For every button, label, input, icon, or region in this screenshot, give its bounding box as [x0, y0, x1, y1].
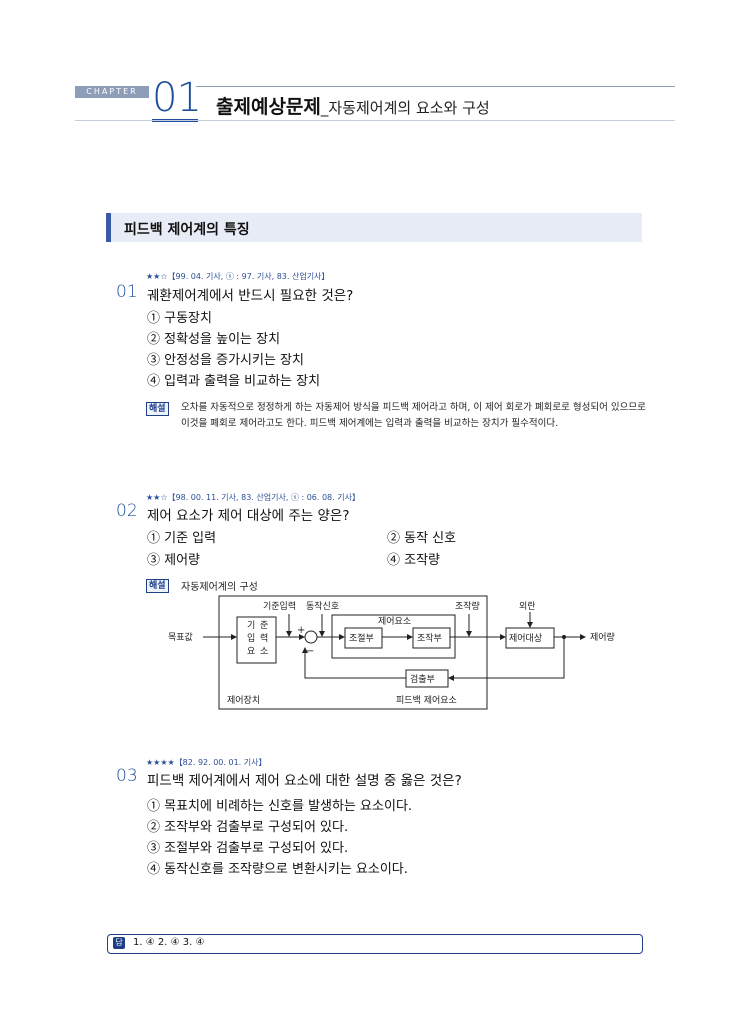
question-3-number: 03	[116, 766, 138, 786]
question-1-option-3: ③ 안정성을 증가시키는 장치	[147, 353, 304, 368]
actuator-box	[412, 627, 451, 649]
page-title: 출제예상문제_자동제어계의 요소와 구성	[216, 92, 490, 119]
question-2-option-1: ① 기준 입력	[147, 531, 217, 546]
controlled-variable-label: 제어량	[590, 631, 615, 643]
question-2-option-2: ② 동작 신호	[387, 531, 457, 546]
question-3-option-4: ④ 동작신호를 조작량으로 변환시키는 요소이다.	[147, 862, 408, 877]
plus-sign: +	[297, 625, 305, 636]
ref-element-char-4: 력	[260, 632, 268, 644]
ref-element-char-6: 소	[260, 646, 268, 657]
question-1-meta: ★★☆【99. 04. 기사, ⓢ : 97. 기사, 83. 산업기사】	[146, 272, 330, 281]
question-3-meta: ★★★★【82. 92. 00. 01. 기사】	[146, 758, 267, 767]
plant-label: 제어대상	[509, 633, 542, 644]
detector-label: 검출부	[410, 673, 435, 685]
question-1-option-4: ④ 입력과 출력을 비교하는 장치	[147, 374, 321, 389]
target-value-label: 목표값	[168, 631, 193, 643]
section-banner	[106, 213, 642, 242]
disturbance-label: 외란	[519, 600, 536, 612]
output-to-detector-arrow	[448, 637, 565, 681]
answer-text: 1. ④ 2. ④ 3. ④	[133, 937, 205, 948]
question-1-option-1: ① 구동장치	[147, 311, 212, 326]
control-device-label: 제어장치	[227, 694, 260, 706]
manipulated-variable-label: 조작량	[455, 600, 480, 612]
question-2-explanation-badge: 해설	[146, 579, 169, 593]
question-3-text: 피드백 제어계에서 제어 요소에 대한 설명 중 옳은 것은?	[147, 773, 462, 789]
chapter-number: 01	[152, 75, 202, 121]
reference-input-label: 기준입력	[263, 600, 296, 612]
question-1-number: 01	[116, 282, 138, 302]
plant-box	[505, 627, 555, 649]
minus-sign: −	[306, 646, 314, 657]
answer-bar	[107, 934, 643, 954]
question-1-explanation: 오차를 자동적으로 정정하게 하는 자동제어 방식을 피드백 제어라고 하며, …	[181, 402, 646, 429]
controller-label: 조절부	[349, 632, 374, 644]
chapter-tag: CHAPTER	[75, 86, 149, 98]
question-3-option-2: ② 조작부와 검출부로 구성되어 있다.	[147, 820, 349, 835]
header-divider-top	[196, 86, 675, 87]
question-3-option-3: ③ 조절부와 검출부로 구성되어 있다.	[147, 841, 349, 856]
controller-box	[344, 627, 383, 649]
feedback-arrow	[302, 647, 406, 679]
reference-input-element-box	[236, 616, 277, 664]
actuator-label: 조작부	[417, 633, 442, 644]
control-device-frame	[218, 595, 488, 710]
summing-point	[304, 630, 318, 644]
control-system-block-diagram: 목표값 기 준 입 력 요 소 기준입력 동작신호 제어요소 조절부 조작부 조…	[168, 595, 615, 710]
page-title-main: 출제예상문제	[216, 96, 321, 118]
ref-element-char-5: 요	[247, 646, 255, 657]
question-2-meta: ★★☆【98. 00. 11. 기사, 83. 산업기사, ⓢ : 06. 08…	[146, 493, 360, 502]
ref-element-char-2: 준	[260, 620, 268, 631]
header-divider-bottom	[75, 120, 675, 121]
question-2-explanation: 자동제어계의 구성	[181, 582, 258, 593]
answer-icon: 답	[113, 937, 125, 949]
question-1-explanation-badge: 해설	[146, 402, 169, 416]
control-elements-label: 제어요소	[378, 616, 411, 627]
question-3-option-1: ① 목표치에 비례하는 신호를 발생하는 요소이다.	[147, 799, 413, 814]
page-title-sub: _자동제어계의 요소와 구성	[320, 99, 490, 117]
question-2-option-3: ③ 제어량	[147, 553, 201, 568]
feedback-elements-label: 피드백 제어요소	[396, 695, 457, 706]
question-2-option-4: ④ 조작량	[387, 553, 441, 568]
ref-element-char-3: 입	[247, 632, 255, 644]
section-title: 피드백 제어계의 특징	[124, 222, 250, 238]
question-2-number: 02	[116, 501, 138, 521]
ref-element-char-1: 기	[247, 620, 255, 631]
actuating-signal-label: 동작신호	[306, 601, 339, 612]
question-2-text: 제어 요소가 제어 대상에 주는 양은?	[147, 508, 350, 524]
question-1-option-2: ② 정확성을 높이는 장치	[147, 332, 281, 347]
section-banner-accent	[106, 213, 111, 242]
question-1-text: 궤환제어계에서 반드시 필요한 것은?	[147, 288, 354, 304]
